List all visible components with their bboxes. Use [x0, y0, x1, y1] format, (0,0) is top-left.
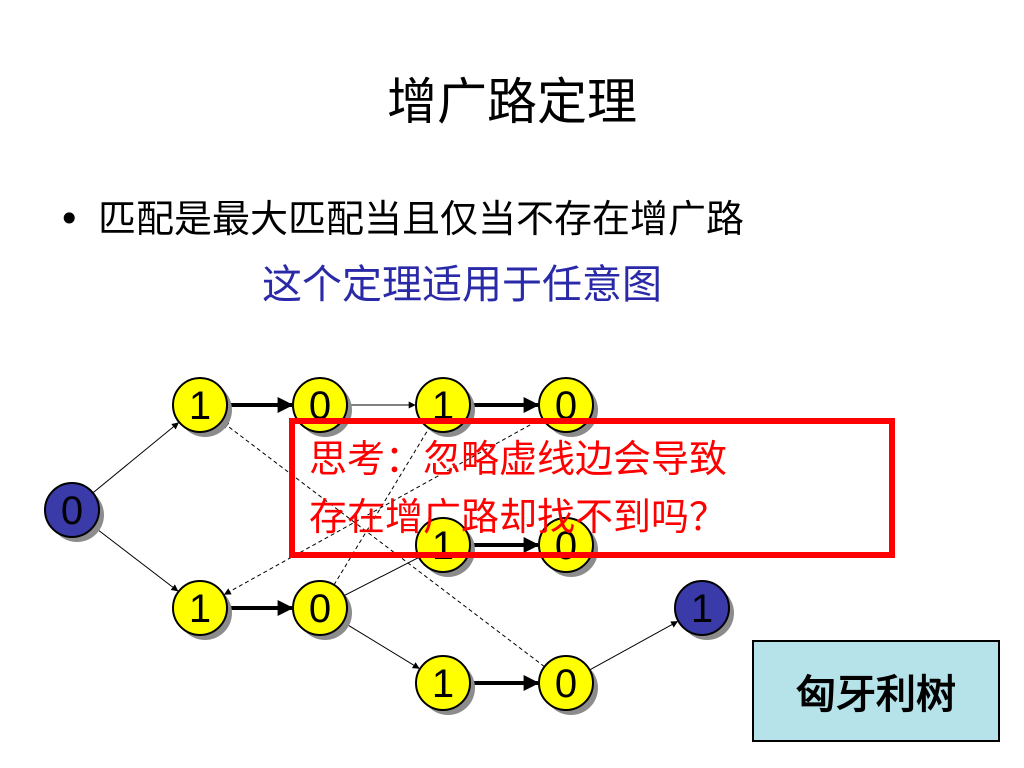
edge-d2-end — [589, 621, 679, 671]
hungarian-tree-label: 匈牙利树 — [752, 640, 1000, 742]
bullet-point: • 匹配是最大匹配当且仅当不存在增广路 — [58, 188, 744, 243]
edge-c2-d1 — [342, 621, 420, 669]
node-label: 1 — [691, 587, 713, 631]
node-label: 1 — [432, 384, 454, 428]
edge-root-c1 — [93, 526, 179, 592]
edge-c2-a3 — [333, 428, 429, 586]
node-d1: 1 — [415, 655, 475, 715]
bullet-marker: • — [58, 197, 81, 241]
node-d2: 0 — [538, 655, 598, 715]
node-label: 1 — [189, 587, 211, 631]
node-label: 0 — [555, 662, 577, 706]
node-end: 1 — [674, 580, 734, 640]
edge-c2-b1 — [343, 557, 419, 597]
node-root: 0 — [44, 482, 104, 542]
callout-line-1: 思考：忽略虚线边会导致 — [309, 437, 728, 481]
node-circle — [172, 580, 228, 636]
slide-title: 增广路定理 — [387, 73, 637, 131]
node-circle — [538, 517, 594, 573]
node-label: 1 — [189, 384, 211, 428]
node-circle — [44, 482, 100, 538]
node-label: 1 — [432, 662, 454, 706]
node-a1: 1 — [172, 377, 232, 437]
callout-line-2: 存在增广路却找不到吗？ — [309, 495, 728, 539]
node-circle — [674, 580, 730, 636]
node-circle — [172, 377, 228, 433]
bullet-text: 匹配是最大匹配当且仅当不存在增广路 — [98, 197, 745, 241]
node-b2: 0 — [538, 517, 598, 577]
node-c1: 1 — [172, 580, 232, 640]
subtitle-note: 这个定理适用于任意图 — [262, 262, 662, 308]
node-circle — [415, 655, 471, 711]
node-label: 0 — [555, 384, 577, 428]
node-circle — [538, 655, 594, 711]
node-circle — [415, 517, 471, 573]
node-label: 0 — [309, 384, 331, 428]
edge-a4-c1 — [223, 417, 543, 595]
node-c2: 0 — [292, 580, 352, 640]
edge-d2-a1 — [221, 421, 545, 668]
edge-root-a1 — [92, 422, 179, 494]
node-circle — [292, 580, 348, 636]
node-label: 0 — [309, 587, 331, 631]
node-label: 0 — [61, 489, 83, 533]
think-callout: 思考：忽略虚线边会导致 存在增广路却找不到吗？ — [289, 418, 895, 558]
